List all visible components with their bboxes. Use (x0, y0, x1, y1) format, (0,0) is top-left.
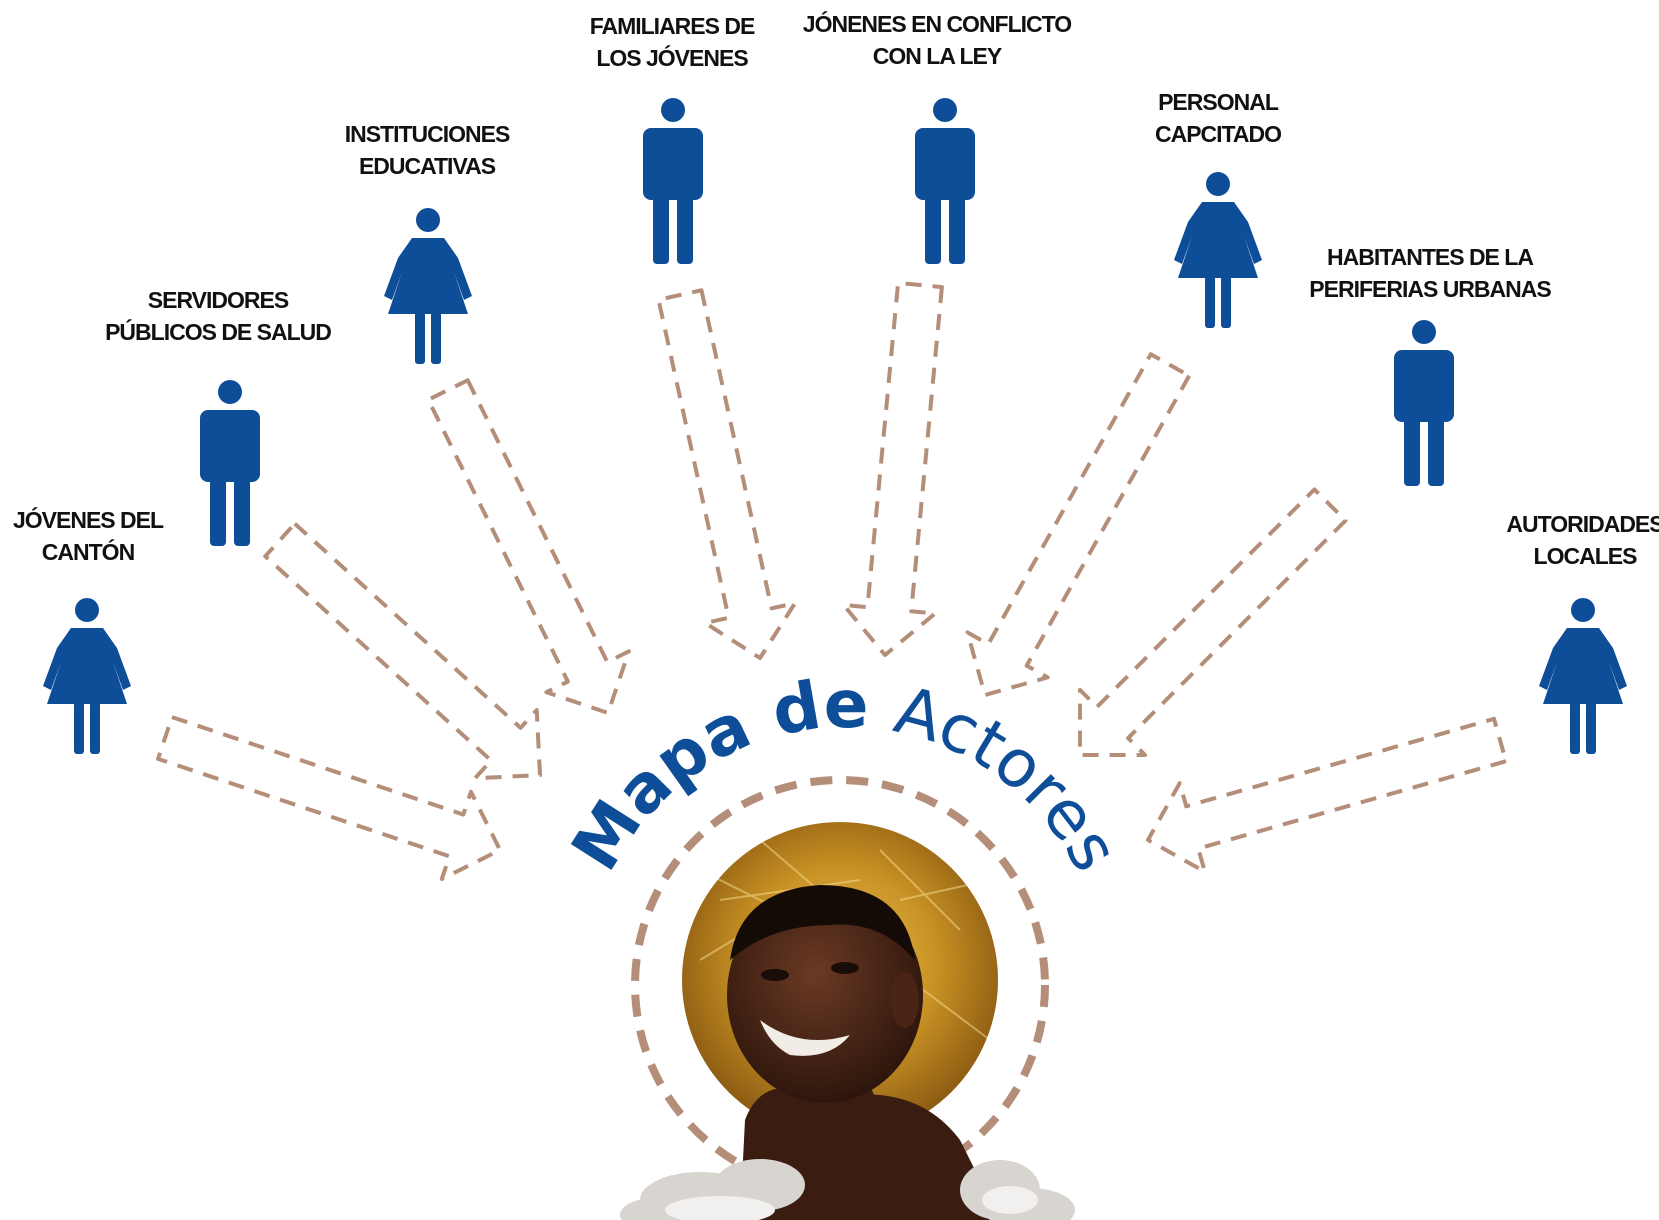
label-line: JÓNENES EN CONFLICTO (803, 10, 1071, 37)
female-person-icon (1174, 172, 1262, 328)
label-line: AUTORIDADES (1506, 511, 1659, 537)
label-line: HABITANTES DE LA (1327, 244, 1533, 270)
actor-jovenes-canton: JÓVENES DEL CANTÓN (13, 506, 165, 754)
label-autoridades-locales: AUTORIDADES LOCALES (1506, 511, 1659, 569)
label-personal-capacitado: PERSONAL CAPCITADO (1155, 89, 1281, 147)
label-line: PERIFERIAS URBANAS (1309, 276, 1551, 302)
arrow-instituciones-educativas (426, 378, 631, 716)
label-jovenes-canton: JÓVENES DEL CANTÓN (13, 506, 164, 565)
arrow-personal-capacitado (965, 352, 1192, 698)
actor-personal-capacitado: PERSONAL CAPCITADO (1155, 89, 1282, 328)
female-person-icon (384, 208, 472, 364)
arrow-jovenes-canton (156, 715, 503, 882)
arrows-layer (156, 280, 1509, 882)
actor-familiares-jovenes: FAMILIARES DE LOS JÓVENES (590, 13, 756, 264)
center-photo (620, 776, 1075, 1220)
arrow-jovenes-conflicto (841, 280, 944, 658)
clouds (620, 1159, 1075, 1220)
male-person-icon (200, 380, 260, 546)
label-jovenes-conflicto: JÓNENES EN CONFLICTO CON LA LEY (803, 10, 1071, 69)
male-person-icon (915, 98, 975, 264)
label-line: SERVIDORES (148, 287, 289, 313)
actor-instituciones-educativas: INSTITUCIONES EDUCATIVAS (345, 121, 511, 364)
female-person-icon (1539, 598, 1627, 754)
male-person-icon (1394, 320, 1454, 486)
actor-servidores-salud: SERVIDORES PÚBLICOS DE SALUD (105, 287, 332, 546)
label-line: JÓVENES DEL (13, 506, 164, 533)
label-line: LOCALES (1534, 543, 1638, 569)
arrow-habitantes-periferias (1078, 487, 1348, 757)
male-person-icon (643, 98, 703, 264)
label-familiares-jovenes: FAMILIARES DE LOS JÓVENES (590, 13, 755, 71)
label-line: CANTÓN (42, 538, 135, 565)
female-person-icon (43, 598, 131, 754)
label-line: PÚBLICOS DE SALUD (105, 318, 331, 345)
arrow-servidores-salud (263, 521, 543, 781)
boy-figure (727, 885, 1000, 1220)
label-line: PERSONAL (1158, 89, 1279, 115)
label-instituciones-educativas: INSTITUCIONES EDUCATIVAS (345, 121, 510, 179)
label-line: INSTITUCIONES (345, 121, 510, 147)
label-line: CON LA LEY (873, 43, 1002, 69)
arrow-autoridades-locales (1145, 716, 1509, 874)
dashed-circle-outline (631, 776, 1049, 1194)
label-line: CAPCITADO (1155, 121, 1281, 147)
actors-layer: JÓVENES DEL CANTÓN SERVIDORES PÚBLICOS DE S… (13, 10, 1659, 754)
actor-habitantes-periferias: HABITANTES DE LA PERIFERIAS URBANAS (1309, 244, 1552, 486)
label-servidores-salud: SERVIDORES PÚBLICOS DE SALUD (105, 287, 331, 345)
label-line: FAMILIARES DE (590, 13, 755, 39)
actor-jovenes-conflicto: JÓNENES EN CONFLICTO CON LA LEY (803, 10, 1072, 264)
arrow-familiares-jovenes (656, 288, 798, 661)
label-line: LOS JÓVENES (596, 44, 748, 71)
label-line: EDUCATIVAS (359, 153, 496, 179)
label-habitantes-periferias: HABITANTES DE LA PERIFERIAS URBANAS (1309, 244, 1551, 302)
actor-autoridades-locales: AUTORIDADES LOCALES (1506, 511, 1659, 754)
